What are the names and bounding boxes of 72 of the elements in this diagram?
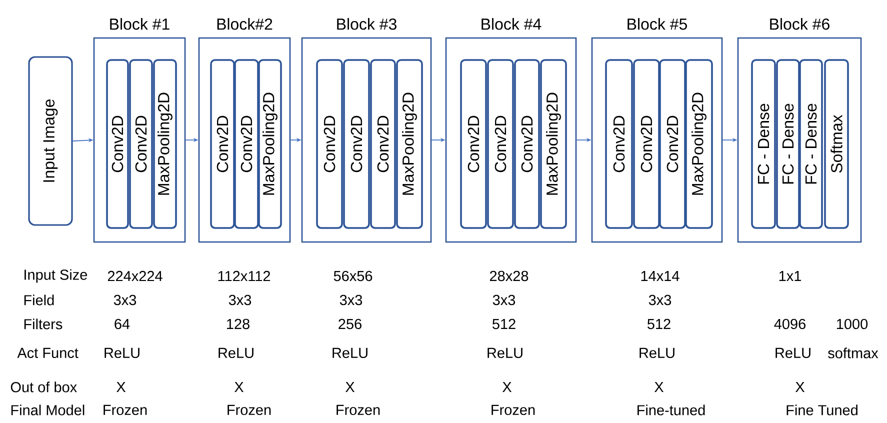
table-value: 4096: [774, 318, 806, 330]
table-value: X: [116, 382, 126, 392]
table-value: ReLU: [776, 348, 810, 358]
layer-box: MaxPooling2D: [540, 59, 567, 229]
table-value: Fine-tuned: [638, 404, 705, 416]
node-label: Block#2: [217, 18, 272, 30]
table-value: softmax: [828, 348, 878, 358]
table-value: 64: [114, 318, 130, 330]
table-value: ReLU: [640, 348, 674, 358]
layer-box: Conv2D: [129, 59, 153, 229]
table-value: 1000: [836, 318, 868, 330]
row-header: Out of box: [10, 382, 77, 392]
table-value: 112x112: [218, 270, 270, 282]
table-value: Frozen: [104, 404, 147, 416]
table-value: 3x3: [340, 294, 362, 306]
table-value: 56x56: [334, 270, 372, 282]
row-header: Final Model: [11, 404, 84, 416]
layer-box: MaxPooling2D: [153, 59, 177, 229]
layer-box: Softmax: [824, 59, 849, 229]
layer-box: Conv2D: [343, 59, 370, 229]
table-value: X: [346, 382, 355, 392]
table-value: X: [502, 382, 512, 392]
table-value: 128: [227, 318, 250, 330]
row-header: Filters: [24, 318, 62, 330]
table-value: ReLU: [104, 348, 140, 358]
table-value: 3x3: [228, 294, 252, 306]
table-value: Frozen: [336, 404, 380, 416]
row-header: Input Size: [24, 269, 88, 283]
table-value: 512: [492, 318, 516, 330]
table-value: 512: [647, 318, 670, 330]
layer-box: Conv2D: [106, 59, 129, 229]
table-value: ReLU: [332, 348, 368, 358]
layer-box: Conv2D: [316, 59, 343, 229]
row-header: Field: [24, 294, 54, 306]
layer-box: Conv2D: [234, 59, 259, 229]
table-value: 224x224: [108, 270, 162, 282]
table-value: 3x3: [114, 294, 136, 306]
layer-box: Conv2D: [487, 59, 514, 229]
node-label: Block #1: [110, 18, 170, 30]
table-value: X: [654, 382, 664, 392]
table-value: X: [234, 382, 244, 392]
node-label: Block #3: [337, 18, 396, 30]
layer-box: FC - Dense: [751, 59, 776, 229]
layer-box: MaxPooling2D: [396, 59, 423, 229]
layer-box: Conv2D: [460, 59, 487, 229]
table-value: 14x14: [641, 271, 680, 281]
layer-box: Conv2D: [210, 59, 235, 229]
table-value: Frozen: [228, 404, 271, 416]
input-box: Input Image: [28, 56, 73, 226]
layer-box: MaxPooling2D: [685, 59, 713, 229]
layer-box: Conv2D: [370, 59, 396, 229]
node-label: Block #5: [628, 18, 687, 30]
table-value: 28x28: [490, 270, 528, 282]
layer-box: FC - Dense: [799, 59, 823, 229]
layer-box: MaxPooling2D: [258, 59, 282, 229]
table-value: Frozen: [492, 404, 535, 416]
table-value: 1x1: [779, 271, 801, 281]
table-value: ReLU: [218, 348, 254, 358]
layer-box: Conv2D: [605, 59, 633, 229]
table-value: Fine Tuned: [786, 404, 858, 416]
row-header: Act Funct: [17, 348, 78, 358]
node-label: Block #4: [482, 18, 542, 30]
layer-box: Conv2D: [633, 59, 660, 229]
table-value: 3x3: [492, 294, 516, 306]
layer-box: Conv2D: [659, 59, 686, 229]
table-value: X: [796, 382, 805, 392]
table-value: ReLU: [488, 348, 522, 358]
layer-box: Conv2D: [514, 59, 540, 229]
table-value: 256: [338, 318, 362, 330]
node-label: Block #6: [770, 18, 830, 30]
layer-box: FC - Dense: [776, 59, 800, 229]
table-value: 3x3: [648, 294, 672, 306]
